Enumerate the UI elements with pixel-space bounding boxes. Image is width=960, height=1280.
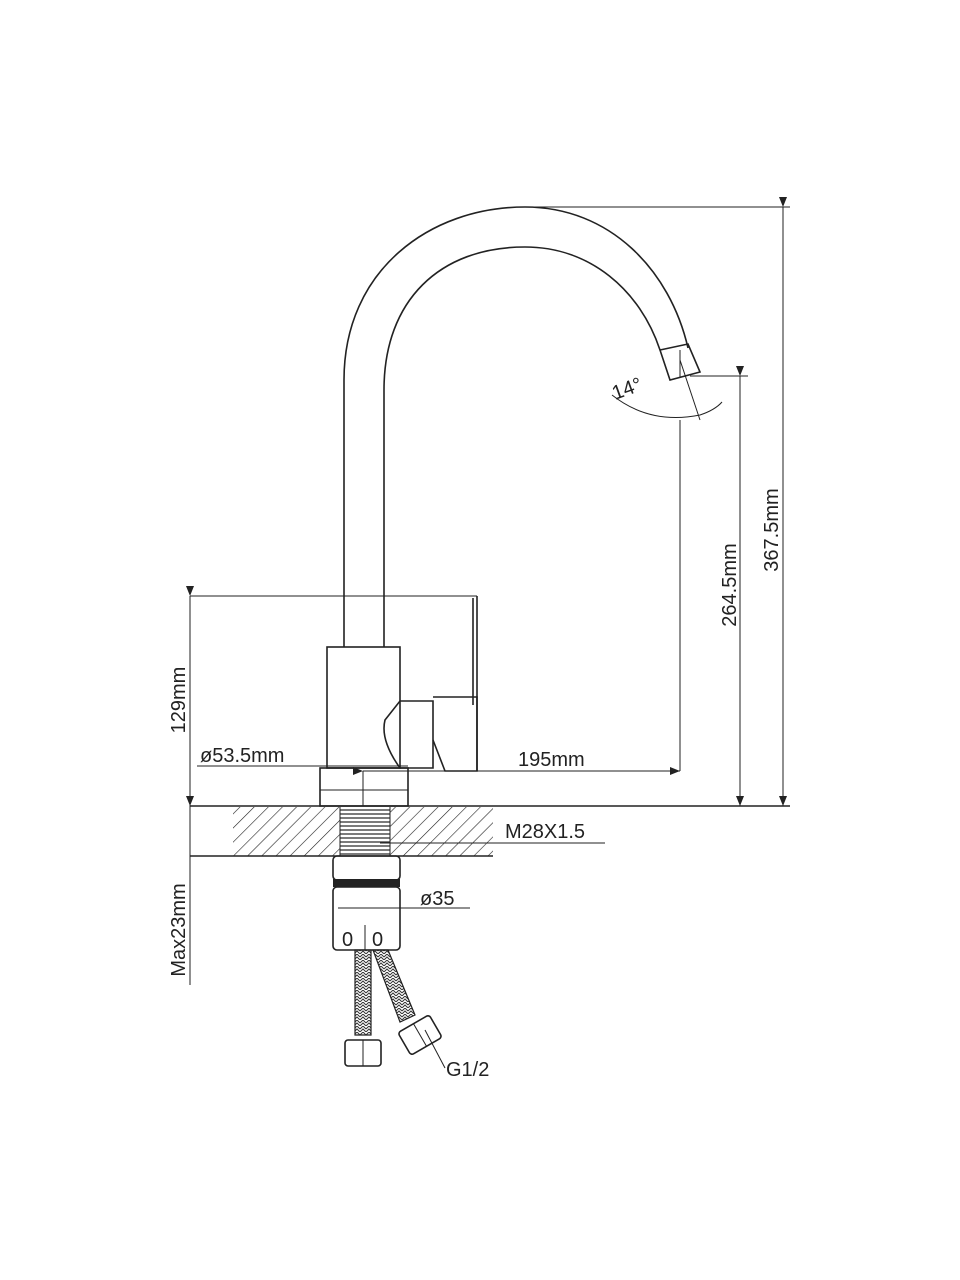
reach-label: 195mm [518, 749, 585, 771]
connector-diameter-label: ø35 [420, 888, 454, 910]
spout [343, 206, 702, 647]
thread-label: M28X1.5 [505, 821, 585, 843]
total-height-label: 367.5mm [761, 488, 783, 571]
countertop [190, 805, 790, 857]
connector [332, 855, 442, 1067]
dimensions [186, 197, 790, 1069]
inlet-left-label: 0 [342, 929, 353, 951]
base-diameter-label: ø53.5mm [200, 745, 284, 767]
inlet-right-label: 0 [372, 929, 383, 951]
body-height-label: 129mm [168, 667, 190, 734]
hose-nut-right [398, 1015, 442, 1055]
hose-thread-label: G1/2 [446, 1059, 489, 1081]
spout-height-label: 264.5mm [719, 543, 741, 626]
max-thickness-label: Max23mm [168, 883, 190, 976]
angle-label: 14° [609, 374, 645, 405]
